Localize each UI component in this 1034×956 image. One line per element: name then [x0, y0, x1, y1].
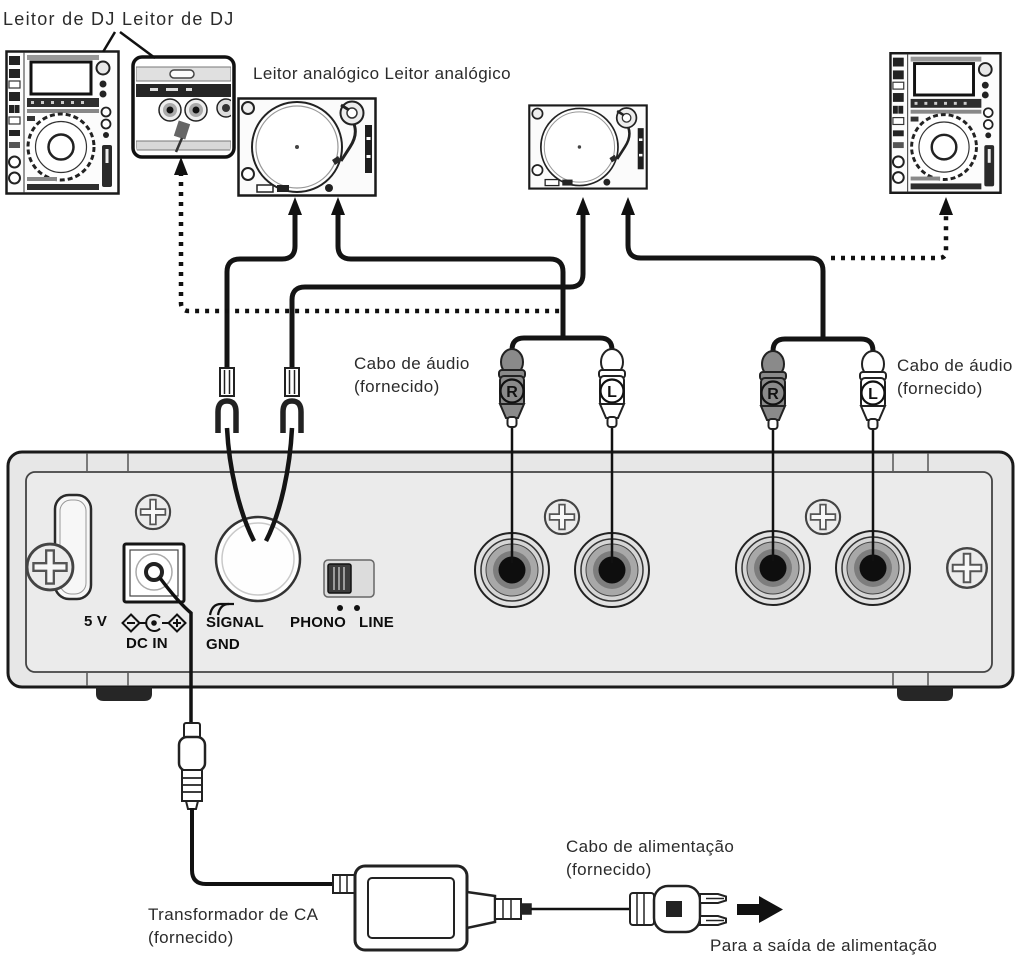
ground-fork-lug-2 — [283, 368, 301, 433]
dj-label-leader-lines — [101, 30, 156, 60]
label-audio-cable-left: Cabo de áudio (fornecido) — [354, 352, 470, 398]
main-unit-rear-panel — [6, 450, 1015, 701]
dashed-line-to-inset — [178, 172, 560, 314]
label-line: (fornecido) — [148, 928, 234, 947]
plug-leads — [510, 428, 875, 563]
label-line: (fornecido) — [566, 860, 652, 879]
r-channel-letter: R — [767, 386, 779, 403]
label-audio-cable-right: Cabo de áudio (fornecido) — [897, 354, 1013, 400]
ground-lead-into-terminal-1 — [224, 427, 256, 543]
dashed-connection-lines — [178, 172, 949, 314]
turntable-left — [237, 97, 377, 197]
phono-line-switch — [323, 559, 375, 611]
dj-player-right — [889, 51, 1002, 195]
panel-seams — [86, 453, 929, 686]
dj-player-rear-inset — [131, 55, 236, 159]
panel-label-voltage: 5 V — [84, 613, 108, 630]
label-power-cord: Cabo de alimentação (fornecido) — [566, 835, 734, 881]
signal-gnd-terminal — [214, 515, 302, 603]
dc-lead-line — [158, 576, 193, 723]
dc-cable — [190, 808, 333, 886]
label-ac-adapter: Transformador de CA (fornecido) — [148, 903, 318, 949]
ground-fork-lug-1 — [218, 368, 236, 433]
panel-label-signal: SIGNAL — [206, 614, 264, 631]
panel-label-phono: PHONO — [290, 614, 347, 631]
arrowheads — [174, 157, 953, 215]
label-analog-player: Leitor analógico Leitor analógico — [253, 64, 511, 83]
audio-cable-right — [625, 212, 826, 341]
label-line: (fornecido) — [354, 377, 440, 396]
ground-cable-left — [224, 212, 298, 371]
dc-in-jack — [122, 542, 186, 604]
ground-cable-right — [289, 212, 586, 371]
l-channel-letter: L — [607, 384, 617, 401]
ac-power-plug — [629, 884, 727, 934]
label-line: Cabo de áudio — [897, 356, 1013, 375]
label-line: Cabo de áudio — [354, 354, 470, 373]
panel-label-line: LINE — [359, 614, 394, 631]
audio-cable-left — [335, 212, 566, 338]
screw-left — [25, 542, 75, 592]
label-line: Transformador de CA — [148, 905, 319, 924]
dc-barrel-plug — [177, 722, 207, 810]
audio-cable-right-junction — [770, 336, 876, 358]
to-outlet-arrow — [737, 896, 783, 923]
screw-right — [945, 546, 989, 590]
screw-top-left — [134, 493, 172, 531]
r-channel-letter: R — [506, 384, 518, 401]
label-power-outlet: Para a saída de alimentação — [710, 936, 938, 955]
ground-lead-into-terminal-2 — [264, 427, 295, 543]
dj-player-left — [5, 50, 120, 195]
power-chain — [158, 576, 783, 952]
audio-cable-left-junction — [509, 335, 615, 357]
cables — [224, 212, 876, 543]
panel-label-dc-in: DC IN — [126, 635, 168, 652]
left-foot — [96, 687, 152, 701]
ground-symbol — [208, 602, 234, 616]
label-dj-player: Leitor de DJ Leitor de DJ — [3, 9, 235, 29]
l-channel-letter: L — [868, 386, 878, 403]
screw-mid-left — [543, 498, 581, 536]
screw-mid-right — [804, 498, 842, 536]
panel-label-gnd: GND — [206, 636, 240, 653]
ac-adapter — [332, 864, 532, 952]
dashed-line-to-right-dj — [831, 212, 949, 261]
right-foot — [897, 687, 953, 701]
polarity-symbol — [121, 613, 187, 633]
label-line: (fornecido) — [897, 379, 983, 398]
label-line: Cabo de alimentação — [566, 837, 735, 856]
turntable-right — [528, 103, 648, 191]
